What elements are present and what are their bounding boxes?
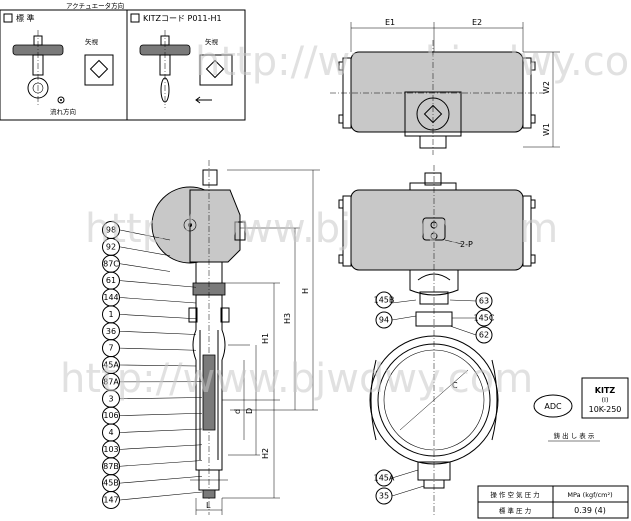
dim-e2-label: E2	[472, 18, 482, 27]
leader-line	[119, 330, 197, 335]
port-label: 2-P	[460, 240, 473, 249]
dim-h1-label: H1	[261, 333, 270, 344]
part-balloon-label: 61	[106, 276, 116, 285]
kitz-code-option-label: KITZコード P011-H1	[143, 14, 222, 23]
balloon-94: 94	[379, 316, 389, 325]
dim-e1-label: E1	[385, 18, 395, 27]
cast-marking: ADC KITZ (I) 10K-250 鋳 出 し 表 示	[533, 377, 629, 442]
part-balloon-label: 1	[108, 310, 113, 319]
leader-line	[119, 491, 203, 501]
watermarks: http://www.bjwdwy.com http://www.bjwdwy.…	[60, 39, 631, 402]
standard-option-label: 標 準	[16, 13, 35, 23]
kitz-sketch: 矢視	[139, 30, 233, 108]
table-header-unit: MPa (kgf/cm²)	[567, 491, 612, 499]
marking-adc: ADC	[544, 402, 562, 411]
kitz-code-checkbox[interactable]	[130, 13, 140, 23]
part-balloon-label: 36	[106, 327, 116, 336]
part-balloon	[102, 491, 120, 509]
leader-line	[119, 314, 197, 320]
leader-line	[119, 364, 197, 367]
part-balloon-label: 3	[108, 394, 113, 403]
right-part-balloons: 145B 94 63 145C 62 145A 35	[374, 291, 495, 505]
leader-line	[119, 397, 203, 400]
watermark-3: http://www.bjwdwy.com	[60, 356, 533, 402]
side-section-view: H H3 H1 H2 d D L	[119, 160, 320, 515]
balloon-63: 63	[479, 297, 489, 306]
part-balloon-label: 147	[103, 496, 118, 505]
leader-line	[119, 297, 197, 304]
part-balloon-label: 92	[106, 242, 116, 251]
part-balloon-label: 87A	[103, 377, 119, 386]
table-row-value: 0.39 (4)	[574, 506, 606, 515]
part-balloon-label: 87B	[103, 462, 119, 471]
leader-line	[119, 460, 203, 467]
dim-d-large-label: D	[245, 408, 254, 414]
standard-arrow-label: 矢視	[85, 37, 99, 46]
leader-line	[119, 280, 197, 288]
dim-c-label: C	[452, 381, 458, 390]
marking-rating: 10K-250	[589, 405, 622, 414]
balloon-35: 35	[379, 492, 389, 501]
dim-d-small-label: d	[233, 409, 242, 414]
leader-line	[119, 347, 197, 351]
standard-sketch: 矢視 流れ方向	[12, 30, 114, 116]
part-balloon-label: 98	[106, 226, 116, 235]
part-balloon-label: 4	[108, 428, 113, 437]
watermark-2: http://www.bjwdwy.com	[85, 206, 558, 252]
balloon-145b-right: 145B	[374, 296, 395, 305]
kitz-code-option-box	[126, 9, 246, 121]
part-balloon-label: 144	[103, 293, 118, 302]
dim-h-label: H	[301, 288, 310, 294]
actuator-direction-inset: アクチュエータ方向 標 準 KITZコード P011-H1 矢視 流れ方向	[0, 1, 246, 121]
table-header-label: 操 作 空 気 圧 力	[490, 490, 539, 499]
dim-h3-label: H3	[283, 313, 292, 324]
standard-checkbox[interactable]	[3, 13, 13, 23]
leader-line	[119, 475, 203, 484]
dim-w1-label: W1	[542, 123, 551, 136]
marking-caption: 鋳 出 し 表 示	[554, 431, 595, 440]
leader-line	[119, 444, 203, 450]
plan-view: E1 E2 W2 W1	[330, 18, 560, 155]
left-part-balloons: 98 92 87C 61 144 1 36 7 45A 87A 3 106 4 103 87B 45B 147	[102, 221, 120, 509]
part-balloon-label: 103	[103, 445, 118, 454]
part-balloon-label: 87C	[103, 259, 119, 268]
pressure-table: 操 作 空 気 圧 力 MPa (kgf/cm²) 標 準 圧 力 0.39 (…	[477, 485, 629, 519]
leader-line	[119, 412, 203, 416]
leader-line	[119, 263, 171, 272]
balloon-145c: 145C	[474, 314, 495, 323]
front-view: 2-P C	[338, 165, 536, 515]
leader-line	[119, 229, 171, 241]
table-row-label: 標 準 圧 力	[499, 506, 531, 515]
flow-direction-label: 流れ方向	[50, 107, 76, 116]
dim-w2-label: W2	[542, 81, 551, 94]
dim-h2-label: H2	[261, 448, 270, 459]
part-balloon-label: 45A	[103, 361, 119, 370]
dim-l-label: L	[206, 501, 211, 510]
balloon-145a-right: 145A	[374, 474, 395, 483]
marking-grade: (I)	[602, 396, 609, 404]
kitz-arrow-label: 矢視	[205, 37, 219, 46]
balloon-62: 62	[479, 331, 489, 340]
leader-line	[119, 428, 203, 433]
marking-kitz: KITZ	[595, 386, 616, 395]
leader-line	[119, 246, 171, 257]
part-balloon-label: 106	[103, 411, 118, 420]
part-balloon-label: 7	[108, 344, 113, 353]
part-balloon-label: 45B	[103, 479, 119, 488]
standard-option-box	[0, 9, 128, 121]
watermark-1: http://www.bjwdwy.com	[195, 39, 631, 85]
actuator-direction-title: アクチュエータ方向	[66, 1, 124, 10]
